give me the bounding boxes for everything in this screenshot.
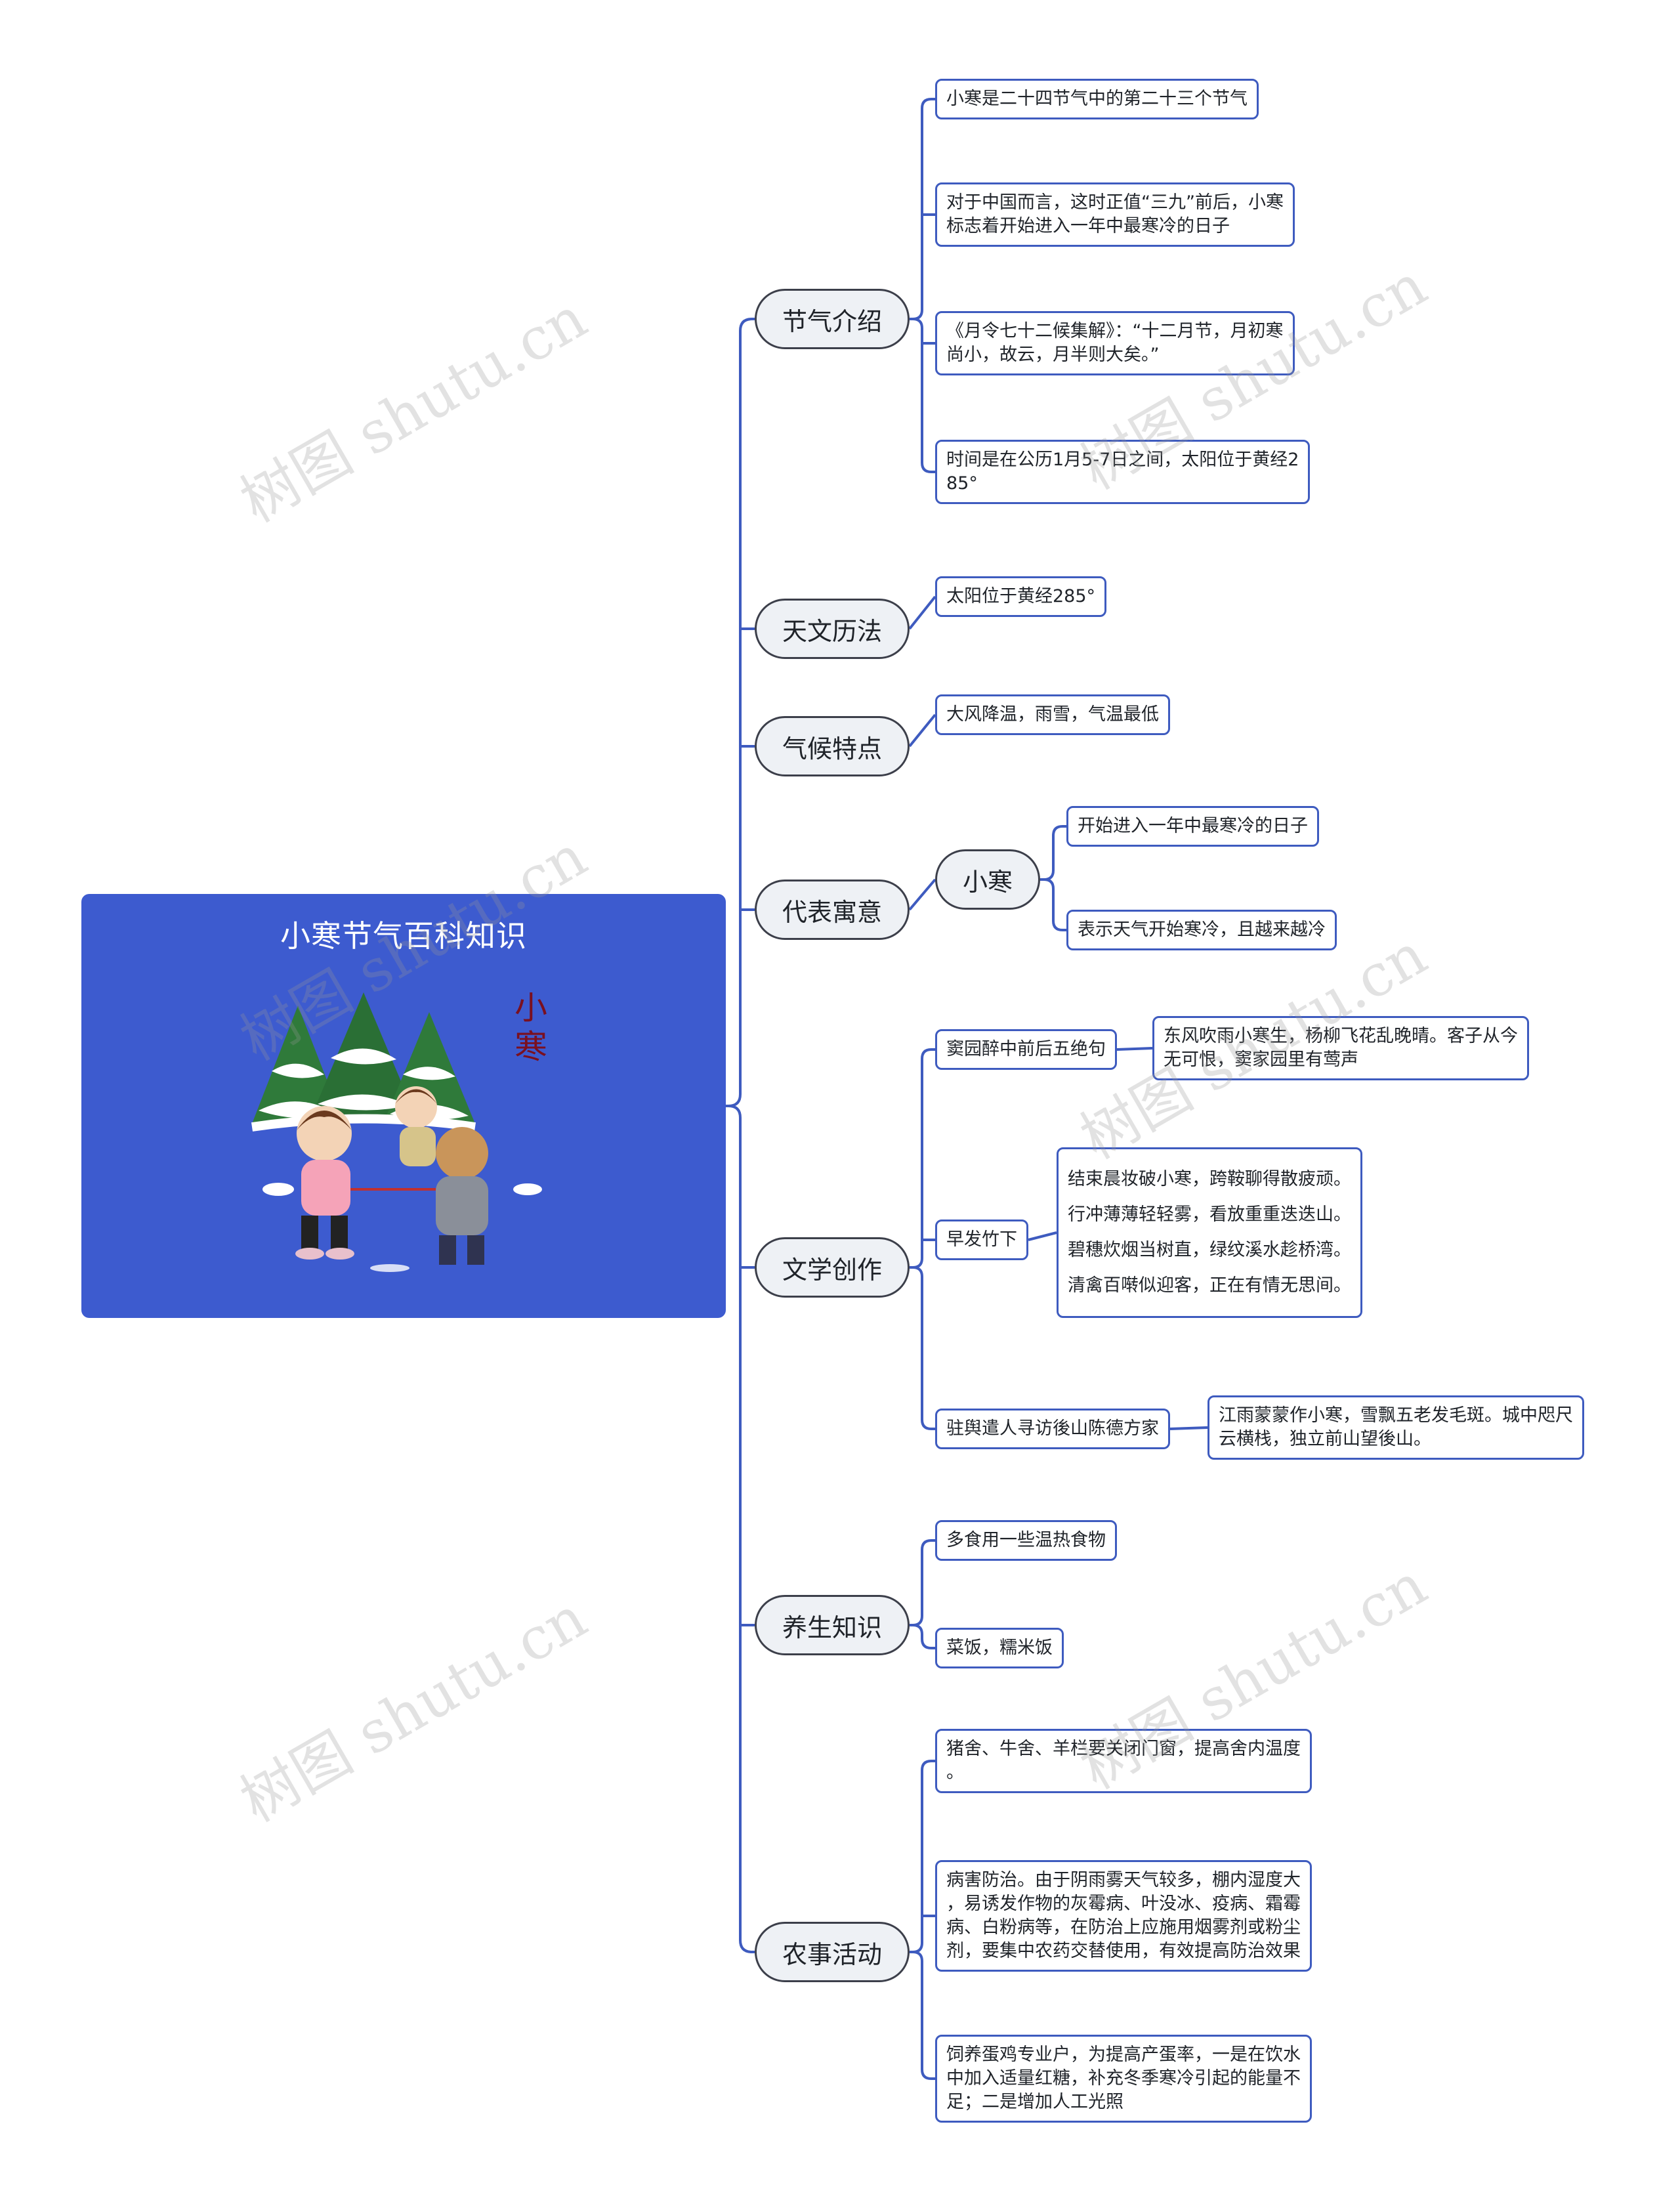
leaf-line: 大风降温，雨雪，气温最低 xyxy=(946,704,1159,725)
leaf-node-1-0[interactable]: 太阳位于黄经285° xyxy=(935,576,1107,617)
leaf-line: 早发竹下 xyxy=(946,1229,1017,1250)
connector-line xyxy=(728,318,755,1107)
connector-line xyxy=(912,1624,923,1635)
leaf-line: 85° xyxy=(946,473,978,494)
connector-line xyxy=(921,1277,935,1430)
leaf-line: 结束晨妆破小寒，跨鞍聊得散疲顽。 xyxy=(1068,1169,1351,1189)
leaf-line: 足；二是增加人工光照 xyxy=(946,2092,1124,2112)
connector-line xyxy=(912,1539,935,1626)
leaf-line: 猪舍、牛舍、羊栏要关闭门窗，提高舍内温度 xyxy=(946,1739,1301,1759)
child-boy-icon xyxy=(395,1086,437,1166)
leaf-line: 云横栈，独立前山望後山。 xyxy=(1219,1429,1431,1449)
connector-line xyxy=(912,1760,935,1953)
connector-line xyxy=(1043,878,1055,889)
leaf-node-0-2[interactable]: 《月令七十二候集解》：“十二月节，月初寒尚小，故云，月半则大矣。” xyxy=(935,311,1295,375)
leaf-line: 时间是在公历1月5-7日之间，太阳位于黄经2 xyxy=(946,450,1299,470)
connector-line xyxy=(1028,1231,1057,1241)
leaf-line: 清禽百啭似迎客，正在有情无思间。 xyxy=(1068,1275,1351,1296)
branch-node-4[interactable]: 文学创作 xyxy=(755,1237,910,1298)
branch-node-5[interactable]: 养生知识 xyxy=(755,1595,910,1655)
leaf-node-5-1[interactable]: 菜饭，糯米饭 xyxy=(935,1628,1064,1668)
child-grey-icon xyxy=(436,1127,488,1265)
leaf-node-6-2[interactable]: 饲养蛋鸡专业户，为提高产蛋率，一是在饮水中加入适量红糖，补充冬季寒冷引起的能量不… xyxy=(935,2035,1312,2123)
branch-node-3[interactable]: 代表寓意 xyxy=(755,880,910,940)
root-node[interactable]: 小寒节气百科知识 小 寒 xyxy=(81,894,726,1318)
leaf-line: 。 xyxy=(946,1762,964,1783)
branch-node-2[interactable]: 气候特点 xyxy=(755,716,910,776)
art-char-1: 小 xyxy=(514,992,547,1027)
leaf-node-5-0[interactable]: 多食用一些温热食物 xyxy=(935,1520,1117,1561)
connector-line xyxy=(921,328,935,473)
poem-text-1[interactable]: 结束晨妆破小寒，跨鞍聊得散疲顽。行冲薄薄轻轻雾，看放重重迭迭山。碧穗炊烟当树直，… xyxy=(1057,1147,1362,1318)
branch-node-6[interactable]: 农事活动 xyxy=(755,1922,910,1982)
leaf-line: 菜饭，糯米饭 xyxy=(946,1638,1053,1658)
leaf-node-sub-0[interactable]: 开始进入一年中最寒冷的日子 xyxy=(1066,806,1319,847)
connector-line xyxy=(921,1961,935,2080)
connector-line xyxy=(1169,1426,1208,1430)
leaf-line: 剂，要集中农药交替使用，有效提高防治效果 xyxy=(946,1941,1301,1961)
leaf-node-6-1[interactable]: 病害防治。由于阴雨雾天气较多，棚内湿度大 ，易诱发作物的灰霉病、叶没冰、疫病、霜霉… xyxy=(935,1860,1312,1972)
leaf-line: 窦园醉中前后五绝句 xyxy=(946,1039,1106,1059)
leaf-line: 对于中国而言，这时正值“三九”前后，小寒 xyxy=(946,192,1284,213)
leaf-line: 多食用一些温热食物 xyxy=(946,1530,1106,1550)
art-char-2: 寒 xyxy=(514,1028,547,1066)
leaf-line: 东风吹雨小寒生，杨柳飞花乱晚晴。客子从今 xyxy=(1164,1026,1518,1046)
poem-title-0[interactable]: 窦园醉中前后五绝句 xyxy=(935,1029,1117,1070)
connector-line xyxy=(908,595,936,630)
leaf-node-2-0[interactable]: 大风降温，雨雪，气温最低 xyxy=(935,694,1170,735)
connector-line xyxy=(1052,889,1066,931)
leaf-line: 病害防治。由于阴雨雾天气较多，棚内湿度大 xyxy=(946,1870,1301,1890)
branch-node-1[interactable]: 天文历法 xyxy=(755,599,910,659)
leaf-line: 标志着开始进入一年中最寒冷的日子 xyxy=(946,216,1230,236)
leaf-line: 驻舆遣人寻访後山陈德方家 xyxy=(946,1418,1159,1439)
leaf-line: 开始进入一年中最寒冷的日子 xyxy=(1078,816,1308,836)
leaf-node-sub-1[interactable]: 表示天气开始寒冷，且越来越冷 xyxy=(1066,910,1337,950)
calligraphy-label: 小 寒 xyxy=(514,992,547,1066)
connector-line xyxy=(728,1105,755,1953)
leaf-line: 《月令七十二候集解》：“十二月节，月初寒 xyxy=(946,321,1284,341)
connector-line xyxy=(908,878,936,911)
leaf-line: 行冲薄薄轻轻雾，看放重重迭迭山。 xyxy=(1068,1204,1351,1225)
leaf-line: 江雨蒙蒙作小寒，雪飘五老发毛斑。城中咫尺 xyxy=(1219,1405,1573,1426)
child-pink-icon xyxy=(295,1106,354,1260)
branch-node-0[interactable]: 节气介绍 xyxy=(755,289,910,349)
leaf-line: 太阳位于黄经285° xyxy=(946,586,1096,606)
connector-line xyxy=(912,318,923,329)
poem-title-2[interactable]: 驻舆遣人寻访後山陈德方家 xyxy=(935,1409,1170,1449)
leaf-node-0-0[interactable]: 小寒是二十四节气中的第二十三个节气 xyxy=(935,79,1259,119)
leaf-node-0-1[interactable]: 对于中国而言，这时正值“三九”前后，小寒标志着开始进入一年中最寒冷的日子 xyxy=(935,182,1295,247)
poem-text-0[interactable]: 东风吹雨小寒生，杨柳飞花乱晚晴。客子从今无可恨，窦家园里有莺声 xyxy=(1152,1016,1529,1080)
connector-line xyxy=(1043,825,1066,881)
leaf-line: 尚小，故云，月半则大矣。” xyxy=(946,345,1160,365)
leaf-line: 表示天气开始寒冷，且越来越冷 xyxy=(1078,920,1326,940)
leaf-line: 饲养蛋鸡专业户，为提高产蛋率，一是在饮水 xyxy=(946,2045,1301,2065)
leaf-line: 无可恨，窦家园里有莺声 xyxy=(1164,1050,1358,1070)
connector-line xyxy=(908,713,936,748)
root-title: 小寒节气百科知识 xyxy=(280,918,527,954)
leaf-node-0-3[interactable]: 时间是在公历1月5-7日之间，太阳位于黄经2 85° xyxy=(935,440,1311,504)
connector-line xyxy=(912,1951,923,1962)
connector-line xyxy=(912,1266,923,1277)
poem-text-2[interactable]: 江雨蒙蒙作小寒，雪飘五老发毛斑。城中咫尺云横栈，独立前山望後山。 xyxy=(1208,1395,1584,1460)
leaf-line: 病、白粉病等，在防治上应施用烟雾剂或粉尘 xyxy=(946,1917,1301,1938)
sub-node-xiaohan[interactable]: 小寒 xyxy=(935,849,1040,910)
connector-line xyxy=(921,1634,935,1649)
poem-title-1[interactable]: 早发竹下 xyxy=(935,1220,1028,1260)
leaf-line: 碧穗炊烟当树直，绿纹溪水趁桥湾。 xyxy=(1068,1240,1351,1260)
leaf-line: 中加入适量红糖，补充冬季寒冷引起的能量不 xyxy=(946,2068,1301,2089)
connector-line xyxy=(912,98,935,320)
leaf-line: ，易诱发作物的灰霉病、叶没冰、疫病、霜霉 xyxy=(946,1894,1301,1914)
snow-scene-illustration: 小 寒 xyxy=(251,992,547,1272)
leaf-node-6-0[interactable]: 猪舍、牛舍、羊栏要关闭门窗，提高舍内温度。 xyxy=(935,1729,1312,1793)
snowy-trees-icon xyxy=(251,992,476,1132)
connector-line xyxy=(1116,1047,1153,1051)
leaf-line: 小寒是二十四节气中的第二十三个节气 xyxy=(946,89,1248,109)
connector-line xyxy=(912,1048,935,1269)
